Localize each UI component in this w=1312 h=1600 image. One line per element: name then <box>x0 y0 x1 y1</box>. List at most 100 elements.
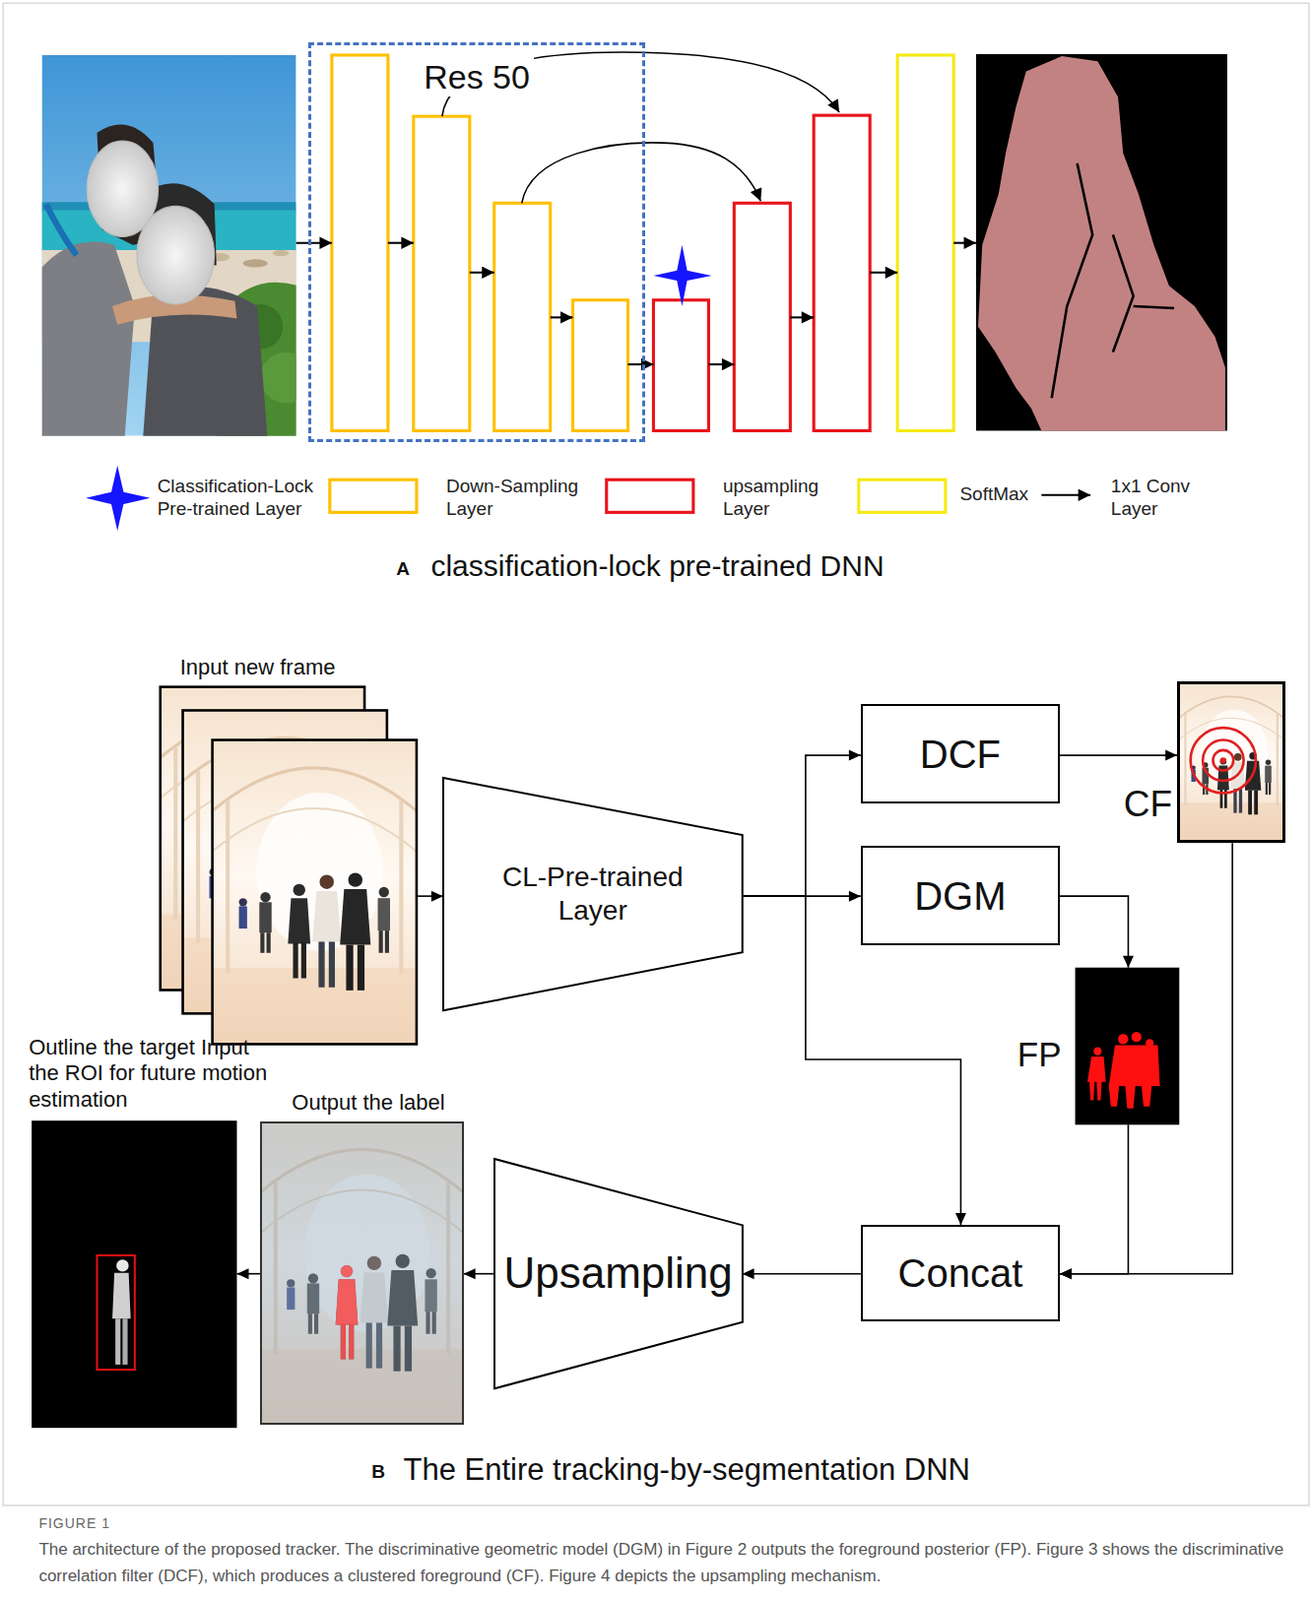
fp-picture <box>1109 1045 1161 1109</box>
input-frames-picture <box>212 740 417 1046</box>
trapezoid-shape <box>443 778 743 1011</box>
legend-samples <box>858 479 946 513</box>
legend-text: Down-Sampling Layer <box>446 475 590 522</box>
conv-arrows <box>296 243 977 365</box>
fp-picture <box>1087 1056 1107 1102</box>
outline-picture <box>112 1273 132 1320</box>
panel-label: B <box>371 1461 386 1485</box>
node-label: Res 50 <box>419 57 534 98</box>
legend-samples <box>85 465 150 531</box>
segmentation-output <box>1051 163 1175 398</box>
label-picture <box>340 1323 346 1360</box>
illustration <box>2 2 1310 1507</box>
cf-picture <box>1177 681 1286 844</box>
node-label: Concat <box>898 1249 1024 1298</box>
input-photo <box>42 55 297 437</box>
cf-picture <box>1220 757 1227 764</box>
segmentation-output <box>976 54 1228 432</box>
outline-image: Outline the target Input the ROI for fut… <box>31 1120 237 1429</box>
connector <box>742 1268 861 1280</box>
downsampling-layers <box>573 300 629 432</box>
conv-arrows <box>469 271 495 274</box>
connector <box>416 891 444 903</box>
label-picture <box>335 1279 359 1325</box>
downsampling-layers <box>494 202 551 431</box>
input-frames: Input new frame <box>160 687 417 1046</box>
node-label: Input new frame <box>180 655 378 681</box>
connector <box>1059 843 1233 1280</box>
panel-label: The Entire tracking-by-segmentation DNN <box>402 1451 970 1489</box>
label-picture <box>260 1121 463 1426</box>
segmentation-output <box>976 54 1228 432</box>
legend-samples <box>85 465 1091 531</box>
upsampling-layers <box>813 115 870 431</box>
conv-arrows <box>296 242 332 245</box>
cf-picture <box>1212 750 1234 772</box>
upsampling-layers <box>733 202 790 431</box>
input-photo <box>42 242 135 437</box>
connector-line <box>742 755 861 897</box>
panel-label: classification-lock pre-trained DNN <box>430 548 884 585</box>
arrowhead <box>1122 956 1134 969</box>
concat-box: Concat <box>860 1225 1060 1322</box>
input-photo <box>136 205 215 305</box>
arrowhead <box>1165 750 1178 762</box>
cf-image: CF <box>1177 681 1286 844</box>
outline-picture <box>116 1259 129 1272</box>
fp-image: FP <box>1075 968 1181 1126</box>
dcf-box: DCF <box>860 704 1060 804</box>
node-label: CL-Pre-trained Layer <box>486 860 699 927</box>
legend-text: 1x1 Conv Layer <box>1111 475 1198 522</box>
arrowhead <box>1059 1268 1072 1280</box>
outline-picture <box>122 1318 128 1366</box>
outline-picture <box>31 1120 237 1429</box>
fp-picture <box>1131 1032 1142 1043</box>
connector-line <box>1059 843 1233 1274</box>
legend-text: SoftMax <box>959 483 1051 507</box>
connector-line <box>1059 754 1178 757</box>
connector <box>236 1268 261 1280</box>
conv-arrows <box>869 271 898 274</box>
fp-picture <box>1075 968 1181 1126</box>
upsampling-layers <box>653 300 709 432</box>
cf-picture <box>1190 727 1256 793</box>
connector <box>1059 750 1178 762</box>
panel-label: FIGURE 1 <box>38 1515 111 1533</box>
node-label: Output the label <box>291 1090 489 1116</box>
label-picture <box>260 1121 463 1426</box>
input-frames-picture <box>212 740 417 1046</box>
connector <box>1059 1124 1128 1280</box>
conv-arrows <box>953 242 977 245</box>
arrowhead <box>849 891 861 903</box>
arrowhead <box>849 750 861 762</box>
input-photo <box>46 203 77 256</box>
fp-picture <box>1075 968 1181 1126</box>
legend-samples <box>329 479 417 513</box>
node-label: Outline the target Input the ROI for fut… <box>28 1035 275 1114</box>
outline-picture <box>115 1318 121 1366</box>
connector-line <box>1059 896 1128 969</box>
trapezoid-outline <box>443 778 743 1011</box>
conv-arrows <box>708 363 734 366</box>
connector-line <box>1059 1124 1128 1274</box>
label-picture <box>340 1265 353 1278</box>
outline-picture <box>31 1120 237 1429</box>
arrowhead <box>236 1268 249 1280</box>
label-picture <box>260 1121 463 1426</box>
conv-arrows <box>628 363 655 366</box>
node-label: DGM <box>914 872 1006 920</box>
legend-text: Classification-Lock Pre-trained Layer <box>157 475 327 522</box>
node-label: DCF <box>919 730 1001 779</box>
node-label: FP <box>1017 1034 1062 1076</box>
downsampling-layers <box>331 55 389 431</box>
input-frames-picture <box>160 687 417 1046</box>
panel-label: A <box>395 558 410 582</box>
downsampling-layers <box>331 55 629 431</box>
fp-picture <box>1117 1034 1128 1045</box>
connector-line <box>742 1273 861 1276</box>
label-picture <box>335 1265 359 1360</box>
input-photo <box>260 352 296 404</box>
